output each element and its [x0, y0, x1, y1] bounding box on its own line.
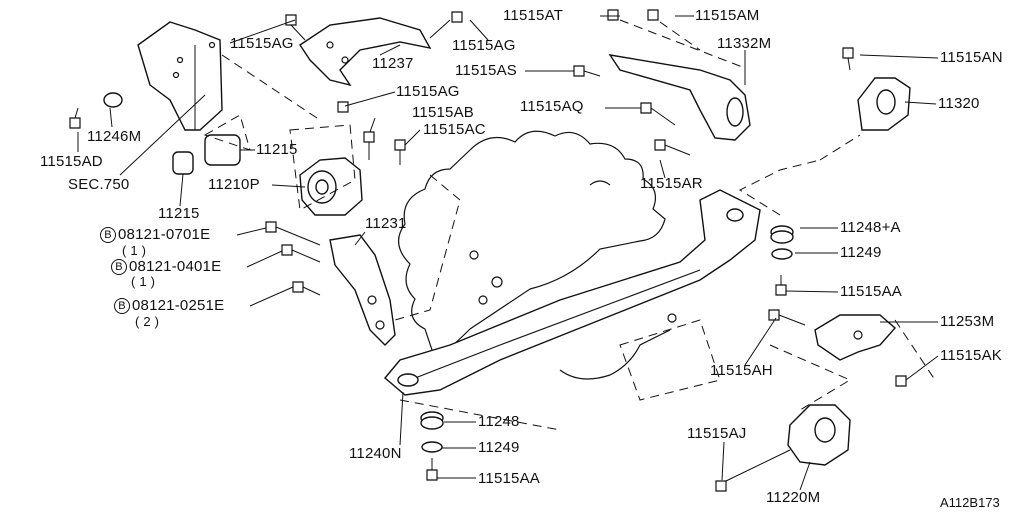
label-11515AT: 11515AT	[503, 7, 564, 24]
label-11215-2: 11215	[158, 205, 200, 222]
label-11248A: 11248+A	[840, 219, 901, 236]
label-bolt-0701E-qty: ( 1 )	[122, 243, 147, 258]
label-11320: 11320	[938, 95, 980, 112]
label-11248: 11248	[478, 413, 520, 430]
b-circle-icon: B	[100, 227, 116, 244]
label-bolt-0251E-qty: ( 2 )	[135, 314, 160, 329]
bolt-part-number: 08121-0251E	[132, 297, 225, 314]
b-circle-icon: B	[111, 259, 127, 276]
mount-11320	[857, 77, 911, 131]
label-11332M: 11332M	[717, 35, 772, 52]
bracket-11237	[299, 17, 432, 87]
bracket-11253m	[814, 314, 896, 361]
label-11515AQ: 11515AQ	[520, 98, 584, 115]
crossmember-11240n	[384, 189, 761, 396]
label-11515AR: 11515AR	[640, 175, 703, 192]
label-11253M: 11253M	[940, 313, 995, 330]
label-11515AN: 11515AN	[940, 49, 1003, 66]
b-circle-icon: B	[114, 298, 130, 315]
label-sec750: SEC.750	[68, 176, 130, 193]
spacer-11215	[172, 114, 251, 175]
label-11515AJ: 11515AJ	[687, 425, 747, 442]
washer-stack-right	[770, 225, 794, 260]
label-11220M: 11220M	[766, 489, 821, 506]
bracket-11332m	[608, 54, 751, 141]
label-11215-1: 11215	[256, 141, 298, 158]
label-11515AS: 11515AS	[455, 62, 518, 79]
label-11515AG-1: 11515AG	[230, 35, 294, 52]
label-11231: 11231	[365, 215, 407, 232]
label-11515AH: 11515AH	[710, 362, 773, 379]
heat-shield	[137, 21, 321, 131]
label-11210P: 11210P	[208, 176, 260, 193]
label-11515AB: 11515AB	[412, 104, 475, 121]
label-11515AC: 11515AC	[423, 121, 486, 138]
label-11515AM: 11515AM	[695, 7, 760, 24]
mount-11220m	[787, 404, 851, 466]
label-11515AG-3: 11515AG	[396, 83, 460, 100]
figure-reference: A112B173	[940, 495, 1000, 510]
label-11515AD: 11515AD	[40, 153, 103, 170]
assembly-lines	[394, 19, 936, 431]
label-11515AA-2: 11515AA	[478, 470, 541, 487]
mount-11210p	[289, 124, 363, 216]
engine-block	[398, 130, 677, 380]
washer-stack-lower	[420, 411, 444, 453]
label-11237: 11237	[372, 55, 414, 72]
bolt-part-number: 08121-0701E	[118, 226, 211, 243]
bracket-11231	[329, 234, 396, 346]
label-11249-1: 11249	[840, 244, 882, 261]
label-11240N: 11240N	[349, 445, 402, 462]
label-11515AA-1: 11515AA	[840, 283, 903, 300]
leader-lines	[77, 15, 939, 491]
bolts	[69, 9, 907, 492]
label-11515AK: 11515AK	[940, 347, 1003, 364]
label-11515AG-2: 11515AG	[452, 37, 516, 54]
label-11246M: 11246M	[87, 128, 142, 145]
bolt-part-number: 08121-0401E	[129, 258, 222, 275]
label-bolt-0401E-qty: ( 1 )	[131, 274, 156, 289]
label-11249-2: 11249	[478, 439, 520, 456]
